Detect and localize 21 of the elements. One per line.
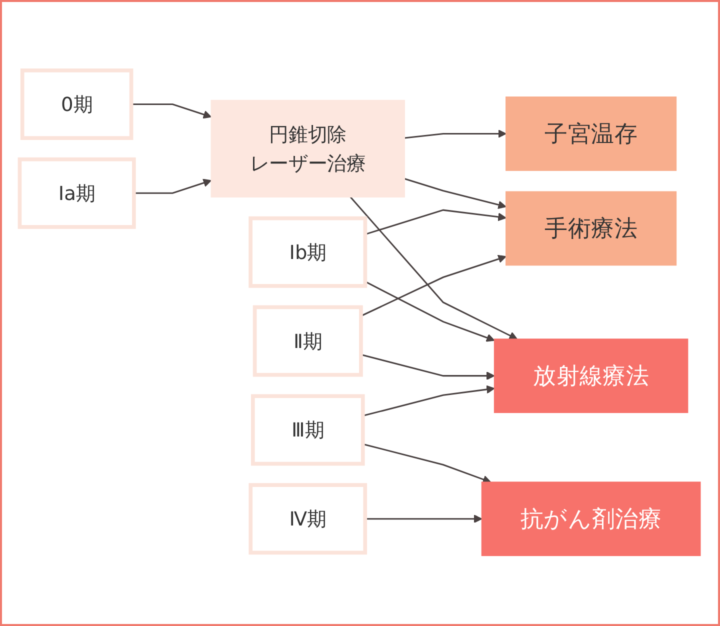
arrow [131,103,212,119]
arrow [134,178,212,194]
arrow [404,129,506,139]
node-box: 円錐切除 レーザー治療 [210,100,406,198]
node-box: 手術療法 [506,191,677,266]
node-box: Ⅱ期 [252,305,363,377]
arrow [404,178,506,209]
node-box: 抗がん剤治療 [481,482,701,556]
node-box: 子宮温存 [506,96,677,171]
arrow [362,443,492,484]
node-box: Ⅳ期 [248,483,368,555]
arrow [360,254,506,317]
arrow [362,385,495,417]
arrow [350,196,518,340]
node-box: 放射線療法 [494,338,688,414]
node-box: Ⅰa期 [18,157,136,229]
arrow [360,354,495,380]
node-box: Ⅲ期 [250,394,365,466]
node-box: 0期 [20,68,134,140]
node-box: Ⅰb期 [248,216,368,288]
arrow [365,514,482,524]
